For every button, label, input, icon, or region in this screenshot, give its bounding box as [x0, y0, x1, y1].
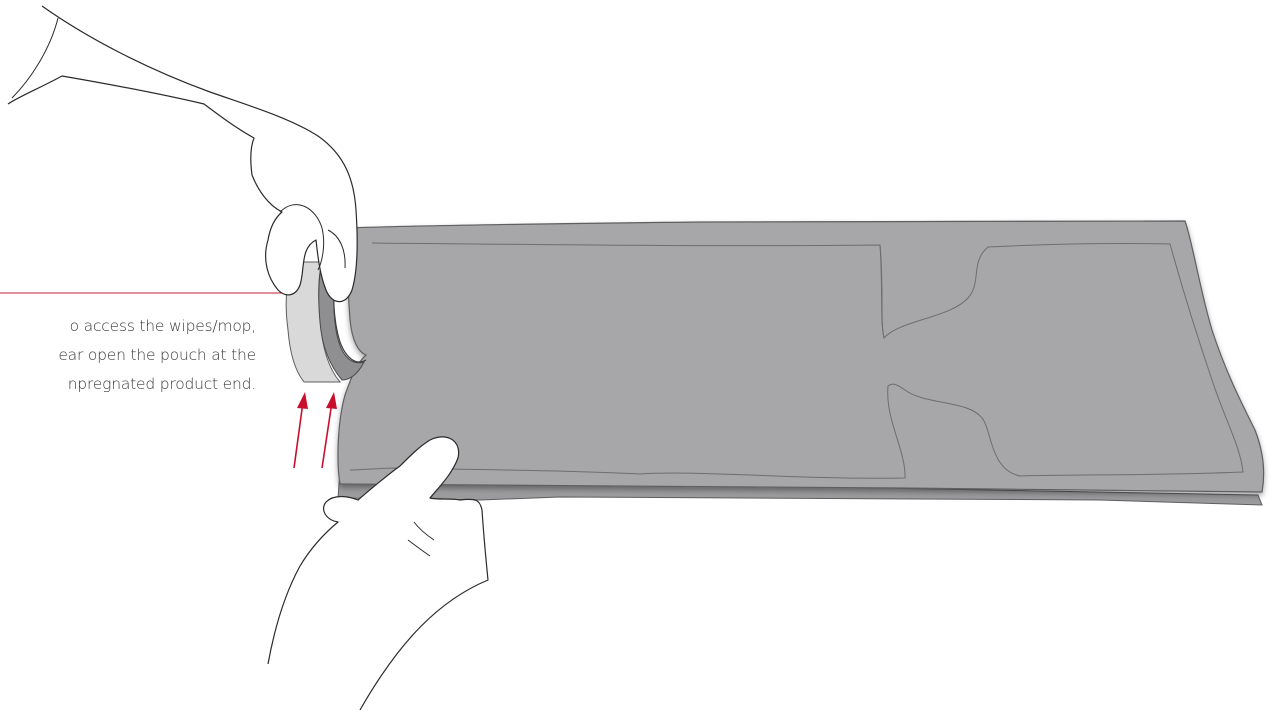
callout-line-2: ear open the pouch at the	[0, 341, 256, 370]
upper-hand-icon	[8, 6, 357, 302]
pouch-body	[338, 221, 1264, 492]
up-arrow-icon	[322, 392, 337, 468]
up-arrow-icon	[294, 392, 308, 468]
callout-instruction-text: o access the wipes/mop, ear open the pou…	[0, 312, 256, 399]
callout-line-3: npregnated product end.	[0, 370, 256, 399]
callout-line-1: o access the wipes/mop,	[0, 312, 256, 341]
